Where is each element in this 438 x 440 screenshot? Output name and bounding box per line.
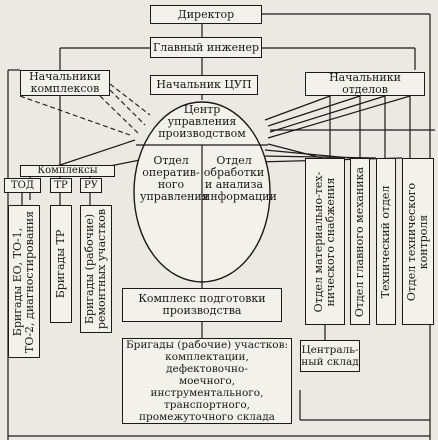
dept-heads-box: Начальники отделов: [305, 72, 425, 96]
central-warehouse-box: Централь- ный склад: [300, 340, 360, 372]
prep-complex-box: Комплекс подготовки производства: [122, 288, 282, 322]
brigade-tr-box: Бригады ТР: [50, 205, 72, 323]
dept-analysis-label: Отдел обработки и анализа информации: [203, 154, 277, 203]
complexes-box: Комплексы: [20, 165, 115, 177]
brigade-repair-box: Бригады (рабочие) ремонтных участков: [80, 205, 112, 333]
brigade-eo-label: Бригады ЕО, ТО-1, ТО-2, диагностирования: [11, 210, 36, 353]
director-box: Директор: [150, 5, 262, 24]
brigade-repair-label: Бригады (рабочие) ремонтных участков: [83, 208, 108, 330]
chief-engineer-box: Главный инженер: [150, 37, 262, 58]
complex-ru-box: РУ: [80, 178, 102, 193]
brigade-sites-box: Бригады (рабочие) участков: комплектации…: [122, 338, 292, 424]
dept-mechanic-box: Отдел главного механика: [350, 158, 370, 325]
brigade-eo-box: Бригады ЕО, ТО-1, ТО-2, диагностирования: [8, 205, 40, 358]
complex-heads-box: Начальники комплексов: [20, 70, 110, 96]
complex-tod-box: ТОД: [4, 178, 41, 193]
dept-supply-box: Отдел материально-тех- нического снабжен…: [305, 158, 345, 325]
cup-head-box: Начальник ЦУП: [150, 75, 258, 95]
dept-technical-label: Технический отдел: [379, 185, 392, 298]
dept-control-label: Отдел технического контроля: [405, 182, 430, 301]
center-label: Центр управления производством: [158, 103, 246, 140]
dept-supply-label: Отдел материально-тех- нического снабжен…: [312, 171, 337, 312]
dept-mechanic-label: Отдел главного механика: [353, 166, 366, 317]
dept-operative-label: Отдел оператив- ного управления: [140, 154, 209, 203]
complex-tr-box: ТР: [50, 178, 72, 193]
dept-control-box: Отдел технического контроля: [402, 158, 434, 325]
dept-technical-box: Технический отдел: [376, 158, 396, 325]
brigade-tr-label: Бригады ТР: [54, 229, 67, 299]
